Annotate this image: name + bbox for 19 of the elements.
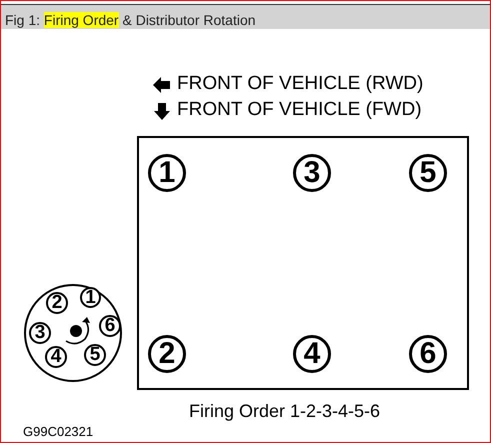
distributor-terminal: 1	[80, 287, 101, 308]
cylinder-number: 6	[409, 335, 447, 373]
firing-order-note: Firing Order 1-2-3-4-5-6	[189, 401, 380, 422]
figure-code: G99C02321	[23, 424, 94, 439]
distributor-terminal: 2	[46, 292, 68, 314]
figure-title: Fig 1: Firing Order & Distributor Rotation	[5, 12, 256, 28]
engine-block-outline	[137, 136, 469, 390]
cylinder-number: 2	[148, 335, 186, 373]
cylinder-number: 3	[293, 154, 331, 192]
cylinder-number: 4	[293, 335, 331, 373]
distributor-terminal: 3	[29, 322, 51, 344]
distributor-terminal: 4	[45, 346, 67, 368]
distributor-cap	[24, 284, 122, 382]
cylinder-number: 1	[148, 154, 186, 192]
direction-label: FRONT OF VEHICLE (FWD)	[177, 99, 422, 121]
cylinder-number: 5	[409, 154, 447, 192]
distributor-terminal: 6	[99, 315, 121, 337]
direction-label: FRONT OF VEHICLE (RWD)	[177, 73, 424, 95]
distributor-terminal: 5	[84, 344, 106, 366]
